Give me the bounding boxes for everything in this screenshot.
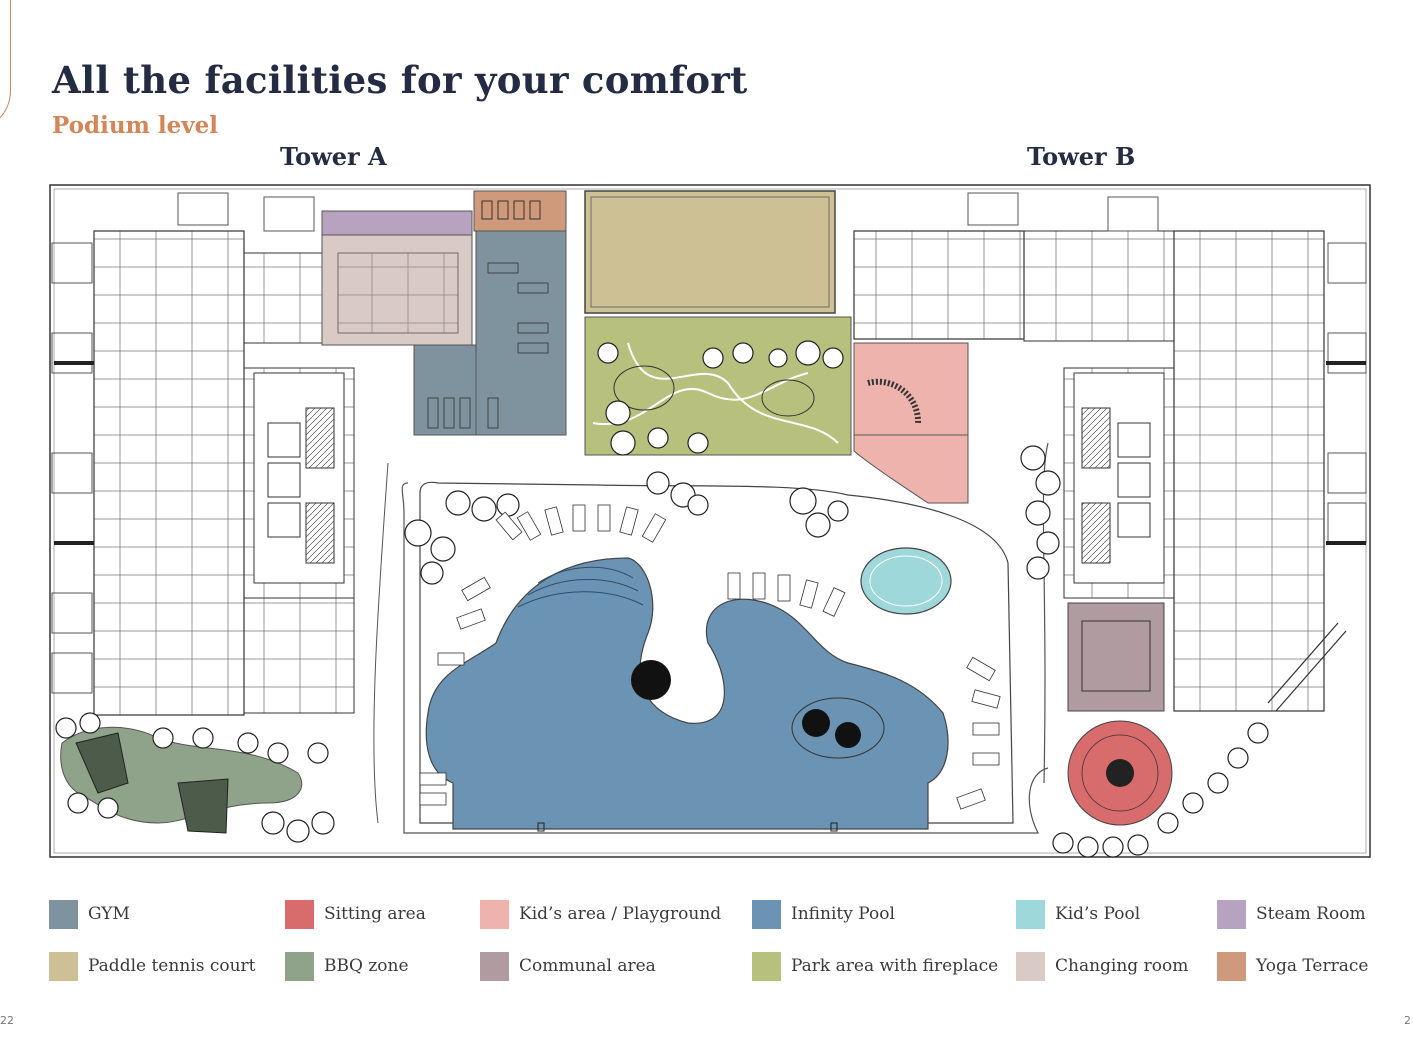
legend-swatch-yoga-terrace xyxy=(1217,951,1246,981)
legend-item-park-fireplace: Park area with fireplace xyxy=(752,951,998,981)
yoga-terrace-area xyxy=(473,190,567,232)
legend-swatch-park-fireplace xyxy=(752,951,781,981)
tree-clusters xyxy=(55,340,1269,858)
legend-swatch-paddle-tennis xyxy=(49,951,78,981)
legend-item-kids-area: Kid’s area / Playground xyxy=(480,899,721,929)
legend-label-sitting-area: Sitting area xyxy=(324,904,426,924)
page-title: All the facilities for your comfort xyxy=(52,58,748,102)
legend-item-changing-room: Changing room xyxy=(1016,951,1188,981)
page-subtitle: Podium level xyxy=(52,112,219,139)
tower-a-building xyxy=(51,192,355,716)
page-number-right: 2 xyxy=(1404,1014,1411,1027)
legend-swatch-infinity-pool xyxy=(752,899,781,929)
legend-label-changing-room: Changing room xyxy=(1055,956,1189,976)
legend-label-kids-pool: Kid’s Pool xyxy=(1055,904,1141,924)
steam-room-area xyxy=(321,210,473,236)
legend-swatch-bbq-zone xyxy=(285,951,314,981)
legend-swatch-kids-pool xyxy=(1016,899,1045,929)
legend-label-steam-room: Steam Room xyxy=(1256,904,1366,924)
sun-loungers xyxy=(419,504,1001,810)
legend-item-sitting-area: Sitting area xyxy=(285,899,426,929)
legend-item-communal-area: Communal area xyxy=(480,951,656,981)
kids-pool xyxy=(860,547,952,615)
legend-label-yoga-terrace: Yoga Terrace xyxy=(1256,956,1369,976)
legend-swatch-sitting-area xyxy=(285,899,314,929)
podium-floor-plan xyxy=(49,184,1371,858)
legend-swatch-steam-room xyxy=(1217,899,1246,929)
legend-item-kids-pool: Kid’s Pool xyxy=(1016,899,1140,929)
legend-item-steam-room: Steam Room xyxy=(1217,899,1366,929)
legend-swatch-kids-area xyxy=(480,899,509,929)
paddle-tennis-court xyxy=(584,190,836,314)
legend-item-infinity-pool: Infinity Pool xyxy=(752,899,895,929)
legend-item-yoga-terrace: Yoga Terrace xyxy=(1217,951,1368,981)
legend-label-gym: GYM xyxy=(88,904,130,924)
legend-label-communal-area: Communal area xyxy=(519,956,656,976)
legend-swatch-changing-room xyxy=(1016,951,1045,981)
legend-label-bbq-zone: BBQ zone xyxy=(324,956,409,976)
legend-item-paddle-tennis: Paddle tennis court xyxy=(49,951,256,981)
legend-item-gym: GYM xyxy=(49,899,130,929)
tower-b-label: Tower B xyxy=(1027,142,1136,171)
decorative-corner-arc xyxy=(0,0,11,131)
kids-playground-area xyxy=(853,342,969,436)
legend-label-park-fireplace: Park area with fireplace xyxy=(791,956,999,976)
legend-swatch-gym xyxy=(49,899,78,929)
tower-b-building xyxy=(853,192,1367,712)
tower-a-label: Tower A xyxy=(280,142,387,171)
legend-swatch-communal-area xyxy=(480,951,509,981)
gym-area-lower xyxy=(413,344,477,436)
page-number-left: 22 xyxy=(0,1014,14,1027)
legend-item-bbq-zone: BBQ zone xyxy=(285,951,409,981)
legend-label-paddle-tennis: Paddle tennis court xyxy=(88,956,256,976)
legend-label-kids-area: Kid’s area / Playground xyxy=(519,904,722,924)
legend-label-infinity-pool: Infinity Pool xyxy=(791,904,895,924)
